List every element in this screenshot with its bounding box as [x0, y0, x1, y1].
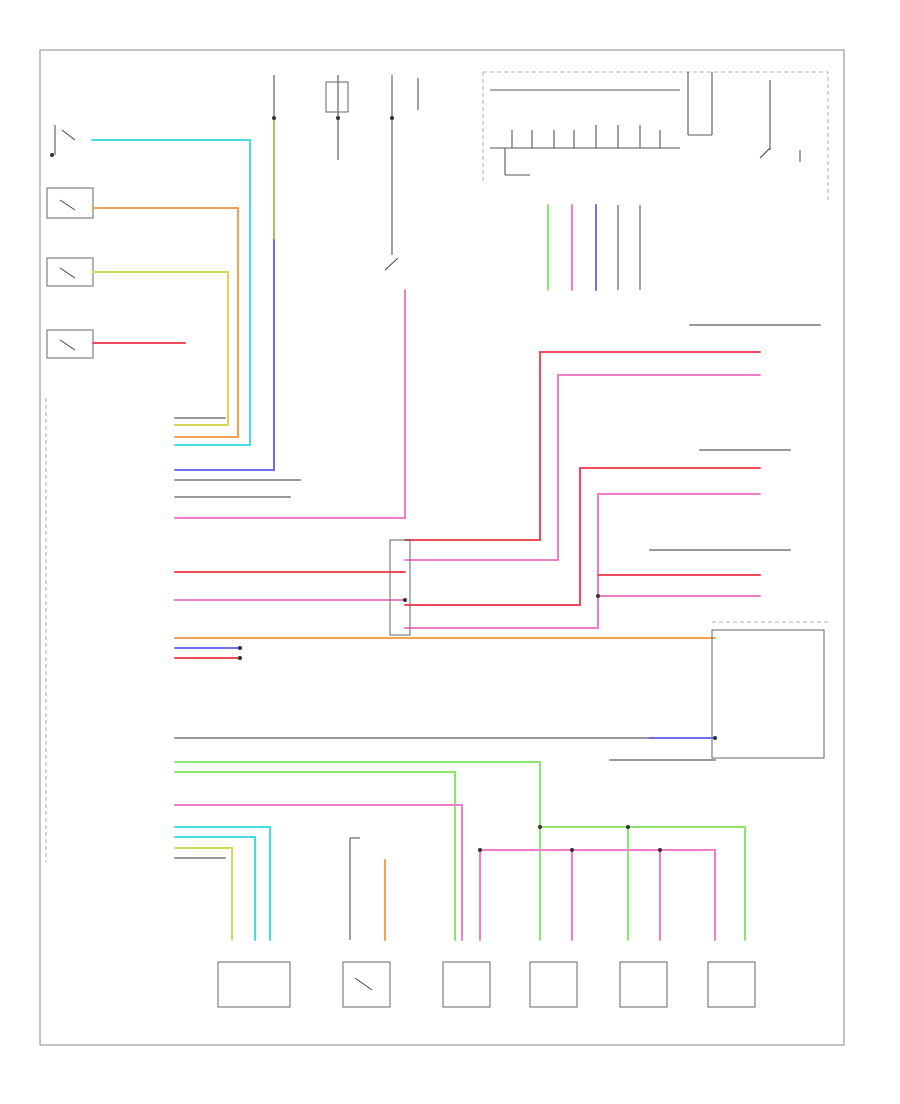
wire-lt-blu-lf-door — [91, 139, 251, 446]
module-dashed-boundary — [483, 71, 829, 200]
wire-yel-rr — [174, 847, 233, 941]
lf-door-lock-actuator — [442, 961, 491, 1008]
fuse-block-right — [687, 72, 801, 162]
rf-door-lock-actuator — [529, 961, 578, 1008]
door-switch-right-rear — [46, 329, 94, 359]
wire-grn-lock-out — [174, 761, 541, 941]
door-switch-right-front — [46, 257, 94, 287]
switch-icon — [59, 267, 76, 279]
wire-red-rf-lock — [404, 467, 761, 606]
switch-icon — [354, 977, 373, 991]
door-switch-left-rear — [46, 187, 94, 219]
splice-dot-icon — [238, 116, 717, 852]
switch-icon — [759, 147, 771, 159]
wire-red-lf-lock — [404, 351, 761, 541]
lf-door-lock-module — [711, 629, 825, 759]
lr-door-lock-actuator — [619, 961, 668, 1008]
wire-yel-rf-door — [92, 271, 229, 426]
wire-grn-lock-out-2 — [174, 771, 456, 941]
wire-pnk-rf-unlock — [404, 493, 761, 629]
switch-icon — [61, 129, 76, 141]
wire-pnk-key — [174, 289, 406, 519]
ground-icon — [50, 153, 54, 157]
wire-blu-top — [174, 239, 275, 471]
wire-lt-blu-rr-2 — [174, 836, 256, 941]
wire-pnk-rear-unlock — [479, 849, 716, 941]
door-switch-left-front — [50, 125, 76, 157]
trunk-lid-opener-switch — [342, 961, 391, 1008]
wire-pnk-lf-unlock — [404, 374, 761, 561]
fuse-block-center — [273, 75, 419, 118]
junction-connector — [389, 539, 411, 636]
wire-grn-rear-lock — [539, 826, 746, 941]
rear-left-door-lock-actuator — [217, 961, 291, 1008]
switch-icon — [59, 339, 76, 351]
switch-icon — [59, 199, 76, 211]
wire-pnk-trunk — [174, 804, 463, 941]
module-terminals — [504, 125, 661, 176]
rr-door-lock-actuator — [707, 961, 756, 1008]
diagram-frame — [39, 49, 845, 1046]
wire-lt-blu-rr — [174, 826, 271, 941]
wire-org-lr-door — [92, 207, 239, 438]
switch-icon — [384, 257, 399, 271]
